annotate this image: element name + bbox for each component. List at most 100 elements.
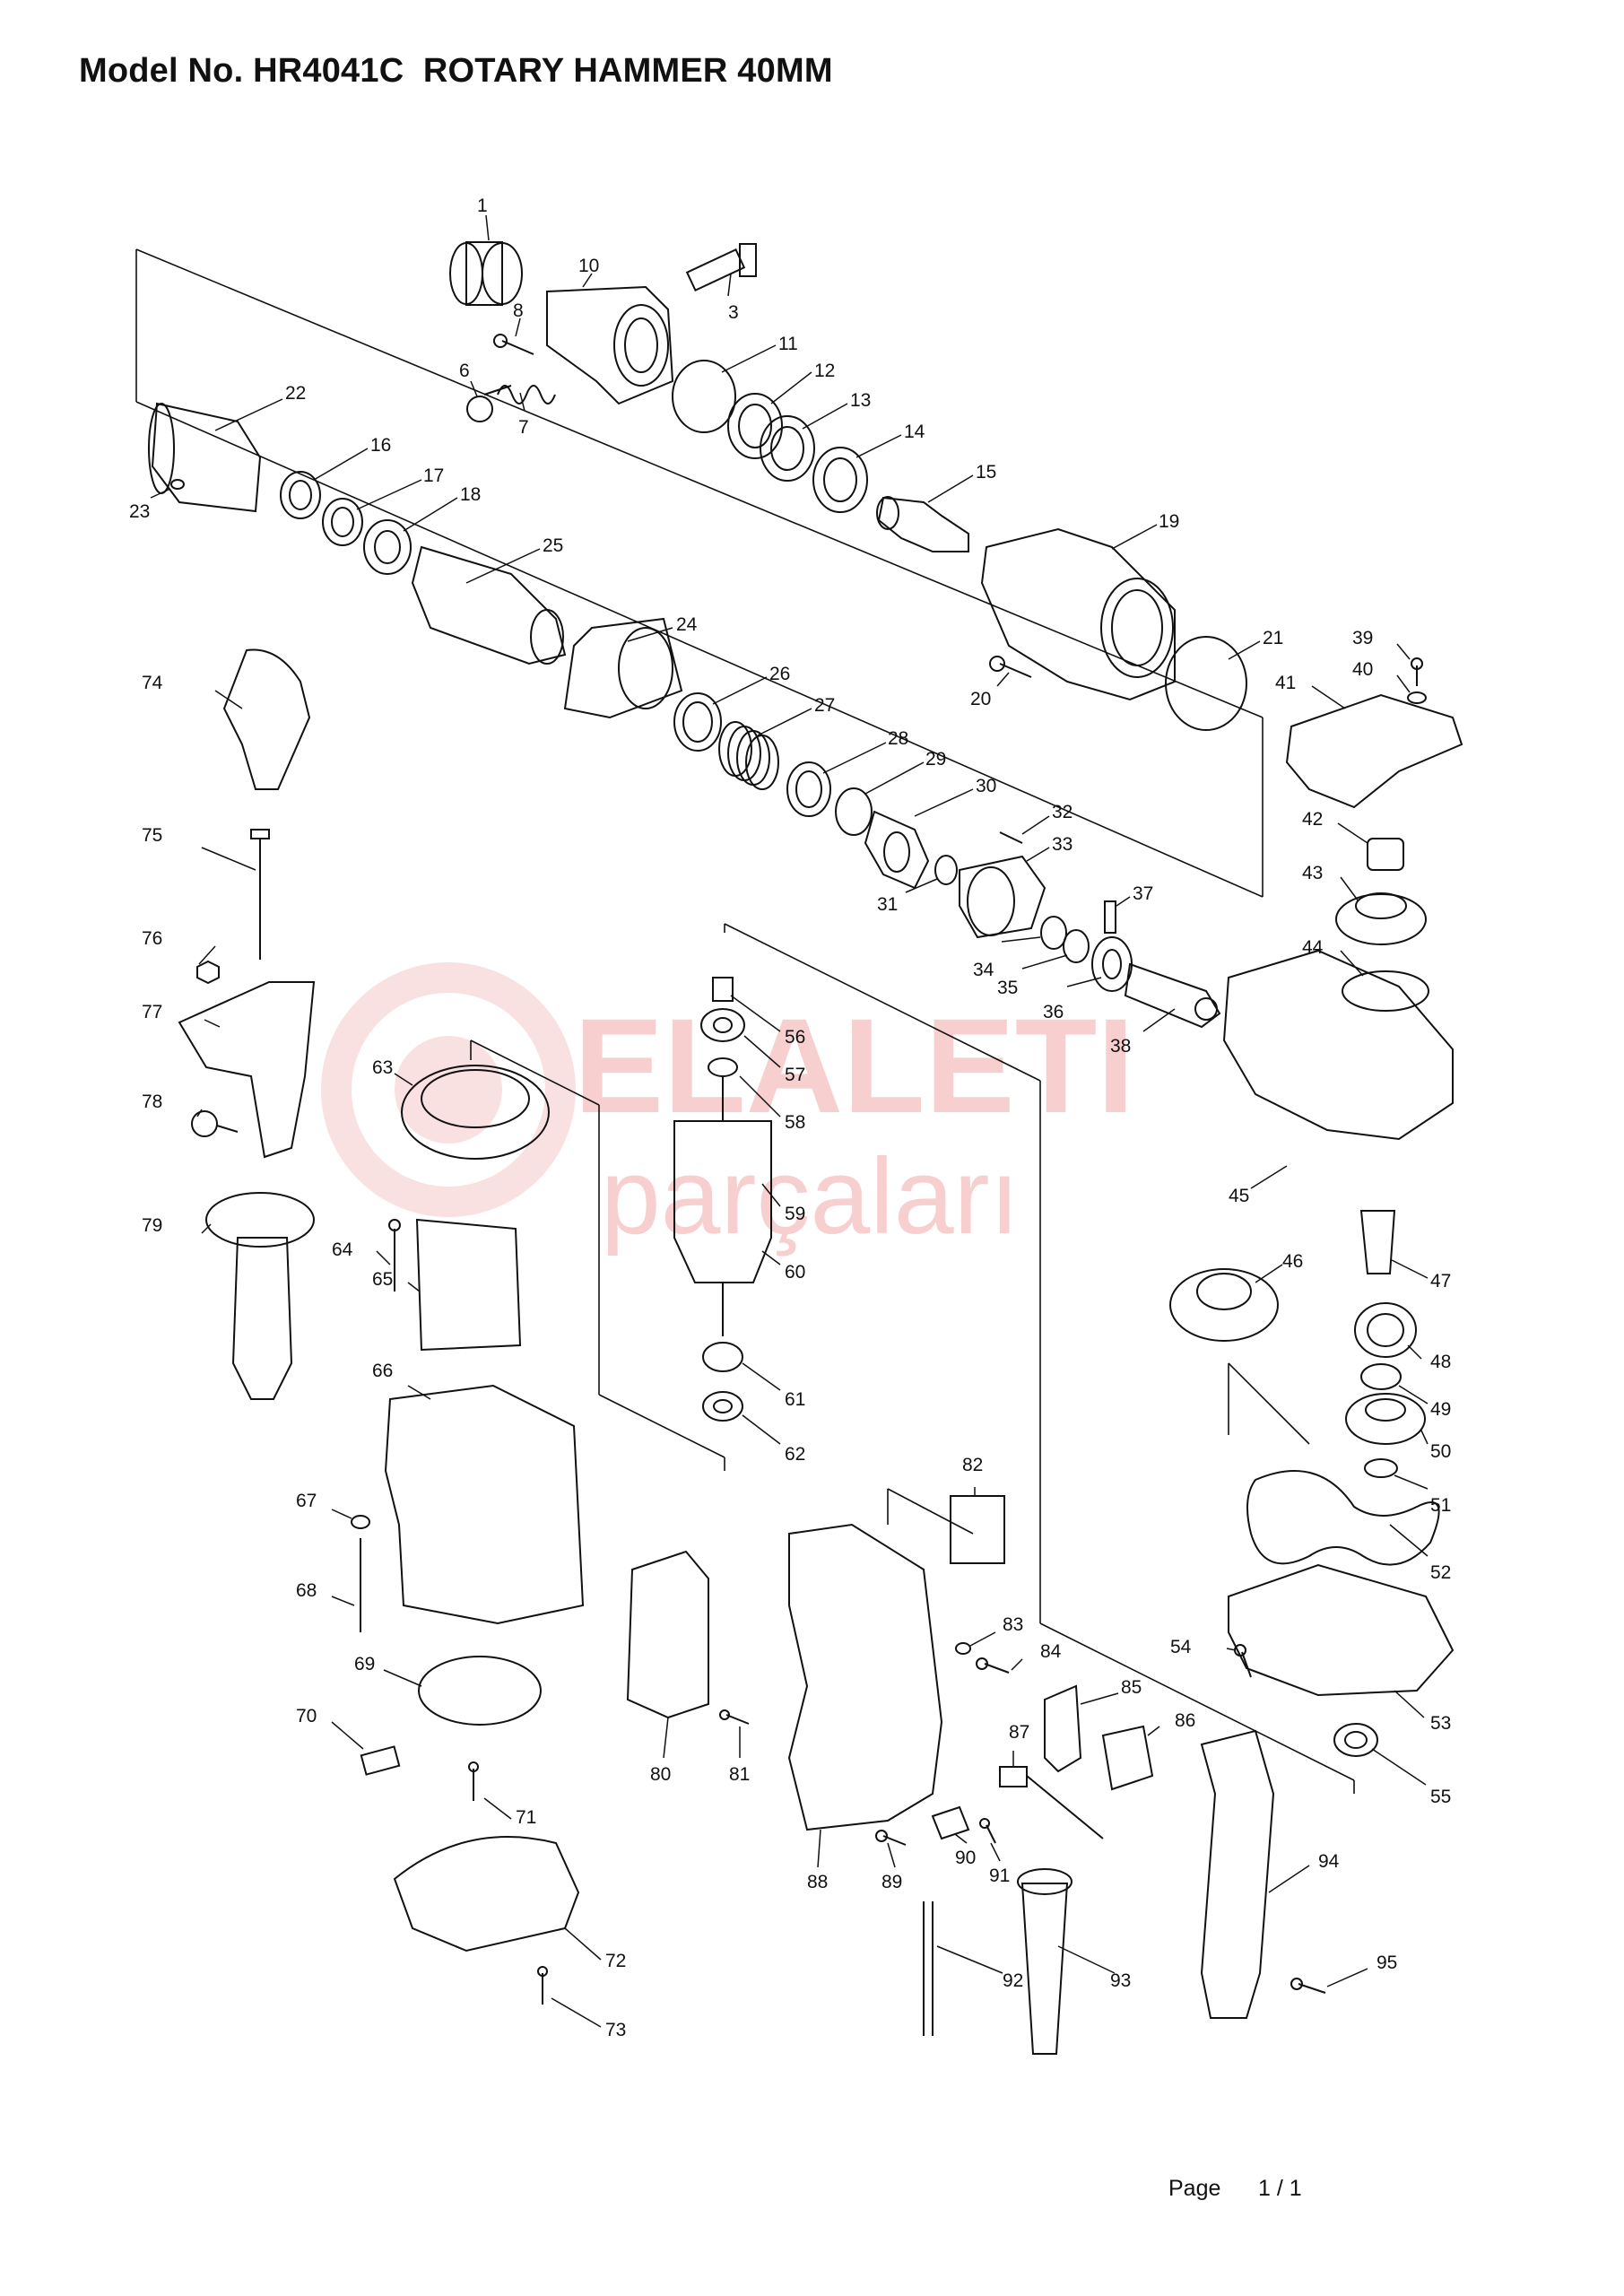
part-label: 6: [459, 361, 470, 381]
watermark-line1: ELALETI: [574, 990, 1134, 1141]
part-label: 83: [1003, 1614, 1023, 1635]
part-label: 36: [1043, 1002, 1064, 1022]
leader-lines: [150, 214, 1429, 2028]
part-label: 89: [881, 1872, 902, 1892]
part-label: 91: [989, 1866, 1010, 1886]
part-label: 12: [814, 361, 835, 381]
part-label: 40: [1352, 659, 1373, 680]
part-label: 74: [142, 673, 163, 693]
part-label: 61: [785, 1389, 805, 1410]
part-label: 60: [785, 1262, 805, 1283]
part-label: 81: [729, 1764, 750, 1785]
part-label: 58: [785, 1112, 805, 1133]
part-label: 26: [769, 664, 790, 684]
part-label: 22: [285, 383, 306, 404]
part-label: 51: [1430, 1495, 1451, 1516]
part-label: 84: [1040, 1641, 1062, 1662]
part-label: 23: [129, 501, 150, 522]
part-label: 86: [1175, 1710, 1195, 1731]
part-label: 49: [1430, 1399, 1451, 1420]
part-label: 13: [850, 390, 871, 411]
part-label: 37: [1133, 883, 1153, 904]
part-labels: 1 3 6 7 8 10 11 12 13 14 15 16 17 18 19 …: [129, 196, 1451, 2040]
part-label: 32: [1052, 802, 1073, 822]
part-label: 29: [925, 749, 946, 770]
part-label: 92: [1003, 1970, 1023, 1991]
part-label: 95: [1376, 1952, 1397, 1973]
part-label: 34: [973, 960, 994, 980]
part-label: 39: [1352, 628, 1373, 648]
part-label: 79: [142, 1215, 162, 1236]
watermark: ELALETI parçaları: [321, 962, 1134, 1257]
page-title: Model No. HR4041C ROTARY HAMMER 40MM: [79, 52, 833, 90]
part-label: 21: [1263, 628, 1283, 648]
part-label: 82: [962, 1455, 983, 1475]
part-label: 54: [1170, 1637, 1192, 1657]
part-label: 53: [1430, 1713, 1451, 1734]
part-label: 88: [807, 1872, 828, 1892]
part-label: 72: [605, 1951, 626, 1971]
part-label: 80: [650, 1764, 671, 1785]
group-frames: [135, 248, 1355, 1794]
part-label: 24: [676, 614, 698, 635]
part-label: 28: [888, 728, 908, 749]
part-label: 57: [785, 1065, 805, 1085]
part-label: 10: [578, 256, 599, 276]
part-label: 50: [1430, 1441, 1451, 1462]
page-number: 1 / 1: [1258, 2176, 1302, 2201]
part-label: 31: [877, 894, 898, 915]
part-label: 55: [1430, 1787, 1451, 1807]
part-label: 16: [370, 435, 391, 456]
part-label: 35: [997, 978, 1018, 998]
part-label: 11: [778, 334, 798, 354]
part-label: 76: [142, 928, 162, 949]
part-label: 33: [1052, 834, 1073, 855]
part-label: 48: [1430, 1352, 1451, 1372]
part-label: 3: [728, 302, 739, 323]
part-label: 87: [1009, 1722, 1029, 1743]
part-label: 30: [976, 776, 996, 796]
part-label: 70: [296, 1706, 317, 1726]
part-label: 94: [1318, 1851, 1340, 1872]
part-label: 1: [477, 196, 488, 216]
part-label: 56: [785, 1027, 805, 1048]
part-label: 42: [1302, 809, 1323, 830]
part-label: 19: [1159, 511, 1179, 532]
page-label: Page: [1168, 2176, 1221, 2201]
part-label: 52: [1430, 1562, 1451, 1583]
part-label: 17: [423, 465, 444, 486]
part-label: 75: [142, 825, 162, 846]
part-label: 46: [1282, 1251, 1303, 1272]
part-label: 62: [785, 1444, 805, 1465]
part-label: 25: [543, 535, 563, 556]
part-label: 14: [904, 422, 925, 442]
part-label: 77: [142, 1002, 162, 1022]
part-label: 47: [1430, 1271, 1451, 1292]
part-label: 66: [372, 1361, 393, 1381]
part-label: 43: [1302, 863, 1323, 883]
part-label: 38: [1110, 1036, 1131, 1057]
part-label: 65: [372, 1269, 393, 1290]
part-label: 85: [1121, 1677, 1142, 1698]
part-label: 44: [1302, 937, 1324, 958]
part-label: 64: [332, 1239, 353, 1260]
watermark-line2: parçaları: [601, 1136, 1020, 1257]
part-label: 63: [372, 1057, 393, 1078]
part-label: 41: [1275, 673, 1296, 693]
part-label: 8: [513, 300, 524, 321]
part-label: 71: [516, 1807, 536, 1828]
part-shapes: [148, 241, 1463, 2055]
part-label: 7: [518, 417, 529, 438]
part-label: 18: [460, 484, 481, 505]
part-label: 68: [296, 1580, 317, 1601]
part-label: 27: [814, 695, 835, 716]
part-label: 69: [354, 1654, 375, 1674]
part-label: 15: [976, 462, 996, 483]
part-label: 45: [1229, 1186, 1249, 1206]
part-label: 20: [970, 689, 991, 709]
part-label: 73: [605, 2020, 626, 2040]
part-label: 67: [296, 1491, 317, 1511]
part-label: 59: [785, 1204, 805, 1224]
part-label: 90: [955, 1848, 976, 1868]
